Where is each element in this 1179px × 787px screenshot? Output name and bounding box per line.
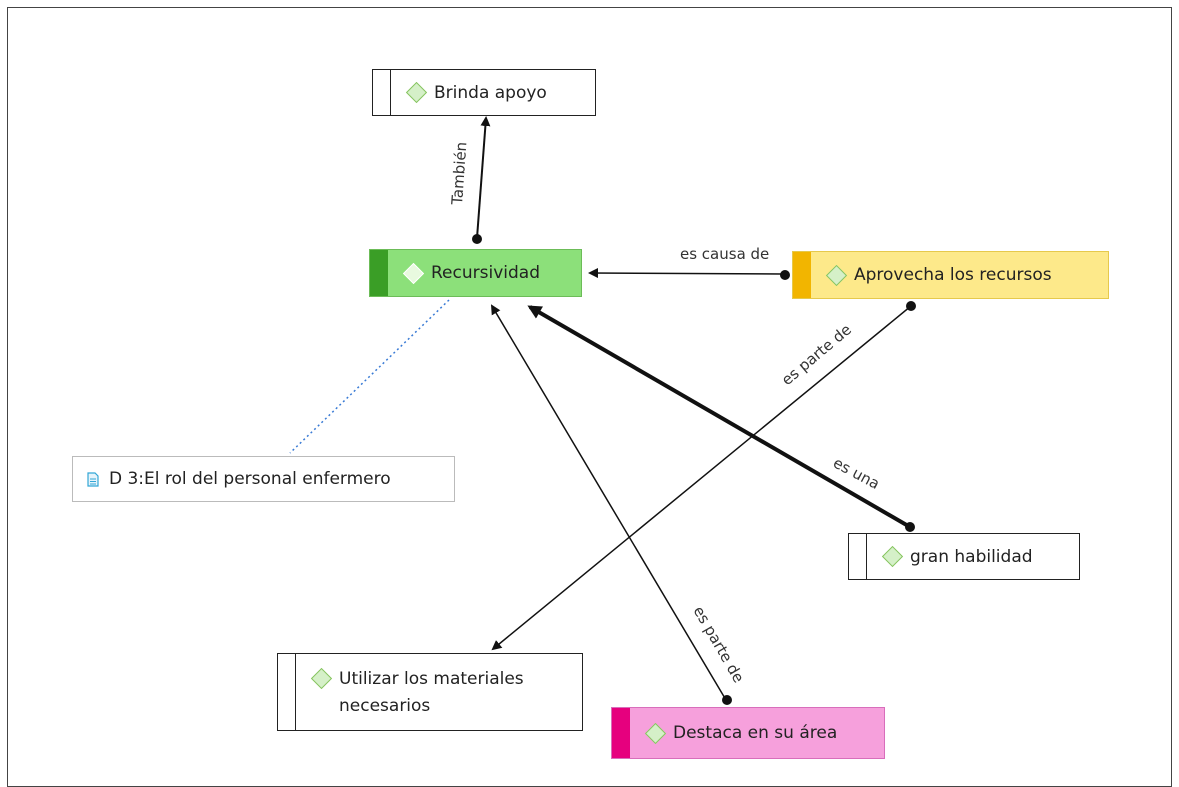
node-recursividad[interactable]: Recursividad: [369, 249, 582, 297]
node-label: Utilizar los materiales necesarios: [339, 669, 524, 716]
diamond-icon: [825, 264, 848, 286]
link-es-parte-de-1-origin: [906, 301, 916, 311]
link-es-parte-de-2[interactable]: [490, 304, 727, 701]
node-label: Aprovecha los recursos: [854, 265, 1052, 285]
document-association-line: [289, 299, 450, 454]
diamond-icon: [402, 262, 425, 284]
node-brinda-apoyo[interactable]: Brinda apoyo: [372, 69, 596, 116]
link-es-causa-de[interactable]: [588, 268, 784, 279]
link-es-causa-de-origin: [780, 270, 790, 280]
node-document-d3[interactable]: D 3:El rol del personal enfermero: [72, 456, 455, 502]
node-label: Recursividad: [431, 263, 540, 283]
link-es-parte-de-1[interactable]: [491, 305, 912, 651]
link-tambien[interactable]: [476, 116, 491, 239]
node-utilizar-los-materiales[interactable]: Utilizar los materiales necesarios: [277, 653, 583, 731]
node-bar: [612, 708, 630, 758]
node-label: gran habilidad: [910, 546, 1033, 567]
link-es-parte-de-2-origin: [722, 695, 732, 705]
node-aprovecha-los-recursos[interactable]: Aprovecha los recursos: [792, 251, 1109, 299]
link-label-es-parte-de-1: es parte de: [778, 320, 855, 389]
node-label: D 3:El rol del personal enfermero: [109, 469, 391, 489]
link-label-tambien: También: [448, 141, 470, 206]
node-bar: [373, 70, 391, 115]
node-bar: [370, 250, 388, 296]
link-es-una-origin: [905, 522, 915, 532]
diamond-icon: [310, 667, 333, 690]
node-bar: [278, 654, 296, 730]
link-label-es-parte-de-2: es parte de: [690, 603, 748, 686]
document-icon: [87, 471, 99, 487]
link-tambien-origin: [472, 234, 482, 244]
diamond-icon: [644, 722, 667, 744]
diamond-icon: [881, 545, 904, 568]
node-gran-habilidad[interactable]: gran habilidad: [848, 533, 1080, 580]
node-bar: [793, 252, 811, 298]
node-label: Brinda apoyo: [434, 82, 547, 103]
node-label: Destaca en su área: [673, 723, 838, 743]
link-label-es-causa-de: es causa de: [680, 245, 769, 263]
node-destaca-en-su-area[interactable]: Destaca en su área: [611, 707, 885, 759]
diamond-icon: [405, 81, 428, 104]
link-es-una[interactable]: [527, 305, 912, 529]
node-bar: [849, 534, 867, 579]
